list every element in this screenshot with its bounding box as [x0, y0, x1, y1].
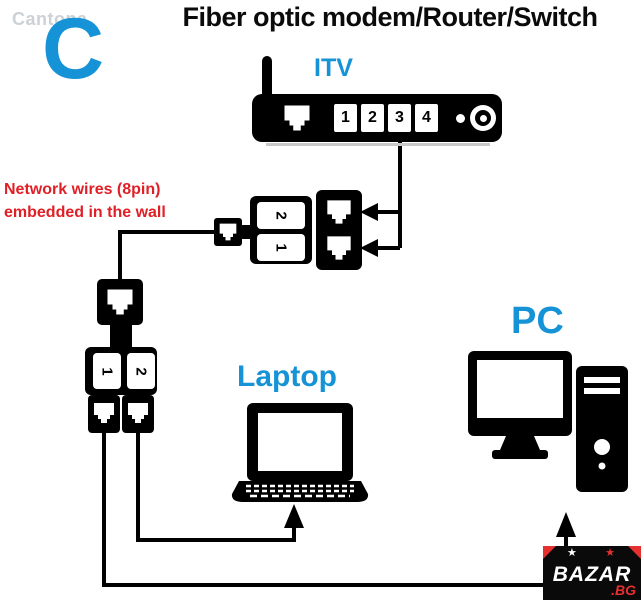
red-pennant-icon — [628, 546, 641, 559]
rj45-port-icon — [107, 289, 133, 315]
coupler-neck — [242, 225, 251, 239]
rj45-port-icon — [284, 105, 310, 131]
coupler-neck — [110, 325, 132, 347]
lower-splitter-port-1: 1 — [93, 353, 121, 389]
antenna — [262, 56, 272, 98]
router-label: ITV — [314, 54, 353, 82]
wall-note-line2: embedded in the wall — [4, 204, 166, 221]
upper-splitter-port-2-number: 2 — [272, 211, 290, 220]
pc-illustration — [468, 351, 628, 492]
star-icon: ★ — [605, 547, 615, 559]
wire-to-laptop — [136, 432, 296, 542]
router-shadow — [266, 143, 490, 146]
rj45-port-icon — [219, 223, 237, 241]
lower-splitter-port-2: 2 — [127, 353, 155, 389]
router-port-3: 3 — [388, 104, 411, 132]
rj45-jack-icon — [327, 200, 351, 224]
lower-splitter-port-2-number: 2 — [132, 366, 150, 376]
led-dot-icon — [456, 114, 465, 123]
router-port-2: 2 — [361, 104, 384, 132]
router-port-1: 1 — [334, 104, 357, 132]
rj45-jack-icon — [327, 236, 351, 260]
star-icon: ★ — [567, 547, 577, 559]
arrow-up-icon — [284, 504, 304, 528]
logo-suffix: .BG — [611, 582, 636, 598]
laptop-label: Laptop — [237, 360, 337, 393]
page-title: Fiber optic modem/Router/Switch — [182, 2, 598, 32]
router-port-4: 4 — [415, 104, 438, 132]
power-socket-pin — [479, 114, 487, 122]
upper-splitter-port-1-number: 1 — [272, 243, 290, 252]
bazar-logo: ★ ★ BAZAR .BG — [543, 546, 641, 600]
arrow-up-icon — [556, 512, 576, 537]
logo-text: BAZAR — [552, 563, 632, 586]
upper-splitter-port-2: 2 — [257, 202, 305, 229]
lower-splitter-jack-1 — [88, 395, 120, 433]
arrow-left-icon — [360, 203, 378, 221]
rj45-plug — [214, 218, 242, 246]
variant-letter: C — [42, 1, 105, 97]
lower-splitter-jack-2 — [122, 395, 154, 433]
rj45-jack-icon — [94, 403, 114, 423]
router: 1 2 3 4 — [252, 94, 502, 142]
power-socket-ring — [475, 110, 491, 126]
lower-splitter-port-1-number: 1 — [98, 366, 116, 376]
wall-wire — [118, 230, 216, 280]
pc-label: PC — [511, 300, 564, 342]
wall-note-line1: Network wires (8pin) — [4, 181, 161, 198]
router-to-splitter-wire — [376, 142, 402, 250]
arrow-left-icon — [360, 239, 378, 257]
red-pennant-icon — [543, 546, 556, 559]
upper-splitter-port-1: 1 — [257, 234, 305, 261]
watermark-text: Cantona — [12, 9, 88, 29]
wall-jack — [97, 279, 143, 325]
power-socket-icon — [470, 105, 496, 131]
laptop-illustration — [231, 403, 369, 502]
rj45-jack-icon — [128, 403, 148, 423]
